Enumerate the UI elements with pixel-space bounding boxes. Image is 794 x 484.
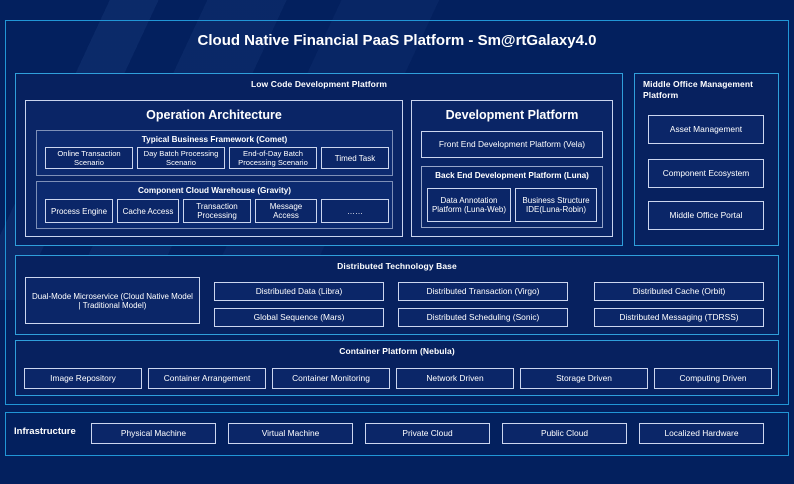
box-distributed-scheduling[interactable]: Distributed Scheduling (Sonic): [398, 308, 568, 327]
box-virtual-machine[interactable]: Virtual Machine: [228, 423, 353, 444]
box-middle-office-portal[interactable]: Middle Office Portal: [648, 201, 764, 230]
box-online-transaction-scenario[interactable]: Online Transaction Scenario: [45, 147, 133, 169]
low-code-header: Low Code Development Platform: [250, 79, 388, 89]
box-end-of-day-batch-processing-scenario[interactable]: End-of-Day Batch Processing Scenario: [229, 147, 317, 169]
container-platform-header: Container Platform (Nebula): [339, 346, 455, 356]
box-distributed-transaction[interactable]: Distributed Transaction (Virgo): [398, 282, 568, 301]
development-platform-title: Development Platform: [445, 108, 579, 122]
box-image-repository[interactable]: Image Repository: [24, 368, 142, 389]
component-cloud-warehouse-title: Component Cloud Warehouse (Gravity): [138, 186, 291, 195]
operation-architecture-title: Operation Architecture: [146, 108, 282, 122]
box-timed-task[interactable]: Timed Task: [321, 147, 389, 169]
box-network-driven[interactable]: Network Driven: [396, 368, 514, 389]
box-distributed-messaging[interactable]: Distributed Messaging (TDRSS): [594, 308, 764, 327]
back-end-development-platform-title: Back End Development Platform (Luna): [435, 171, 589, 180]
box-day-batch-processing-scenario[interactable]: Day Batch Processing Scenario: [137, 147, 225, 169]
box-global-sequence[interactable]: Global Sequence (Mars): [214, 308, 384, 327]
box-front-end-development-platform[interactable]: Front End Development Platform (Vela): [421, 131, 603, 158]
box-dual-mode-microservice[interactable]: Dual-Mode Microservice (Cloud Native Mod…: [25, 277, 200, 324]
page-title: Cloud Native Financial PaaS Platform - S…: [197, 32, 597, 49]
box-asset-management[interactable]: Asset Management: [648, 115, 764, 144]
box-distributed-cache[interactable]: Distributed Cache (Orbit): [594, 282, 764, 301]
middle-office-header: Middle Office Management Platform: [643, 79, 754, 100]
box-business-structure-ide[interactable]: Business Structure IDE(Luna-Robin): [515, 188, 597, 222]
distributed-base-header: Distributed Technology Base: [337, 261, 457, 271]
box-computing-driven[interactable]: Computing Driven: [654, 368, 772, 389]
infrastructure-frame: [5, 412, 789, 456]
box-process-engine[interactable]: Process Engine: [45, 199, 113, 223]
box-data-annotation-platform[interactable]: Data Annotation Platform (Luna-Web): [427, 188, 511, 222]
box-container-monitoring[interactable]: Container Monitoring: [272, 368, 390, 389]
box-physical-machine[interactable]: Physical Machine: [91, 423, 216, 444]
box-cache-access[interactable]: Cache Access: [117, 199, 179, 223]
box-private-cloud[interactable]: Private Cloud: [365, 423, 490, 444]
box-distributed-data[interactable]: Distributed Data (Libra): [214, 282, 384, 301]
box-message-access[interactable]: Message Access: [255, 199, 317, 223]
box-container-arrangement[interactable]: Container Arrangement: [148, 368, 266, 389]
box-transaction-processing[interactable]: Transaction Processing: [183, 199, 251, 223]
infrastructure-label: Infrastructure: [14, 426, 76, 437]
box-storage-driven[interactable]: Storage Driven: [520, 368, 648, 389]
typical-business-framework-title: Typical Business Framework (Comet): [141, 135, 288, 144]
box-component-ecosystem[interactable]: Component Ecosystem: [648, 159, 764, 188]
box-localized-hardware[interactable]: Localized Hardware: [639, 423, 764, 444]
box-public-cloud[interactable]: Public Cloud: [502, 423, 627, 444]
main-platform-frame: [5, 20, 789, 405]
box-more-ellipsis[interactable]: ……: [321, 199, 389, 223]
